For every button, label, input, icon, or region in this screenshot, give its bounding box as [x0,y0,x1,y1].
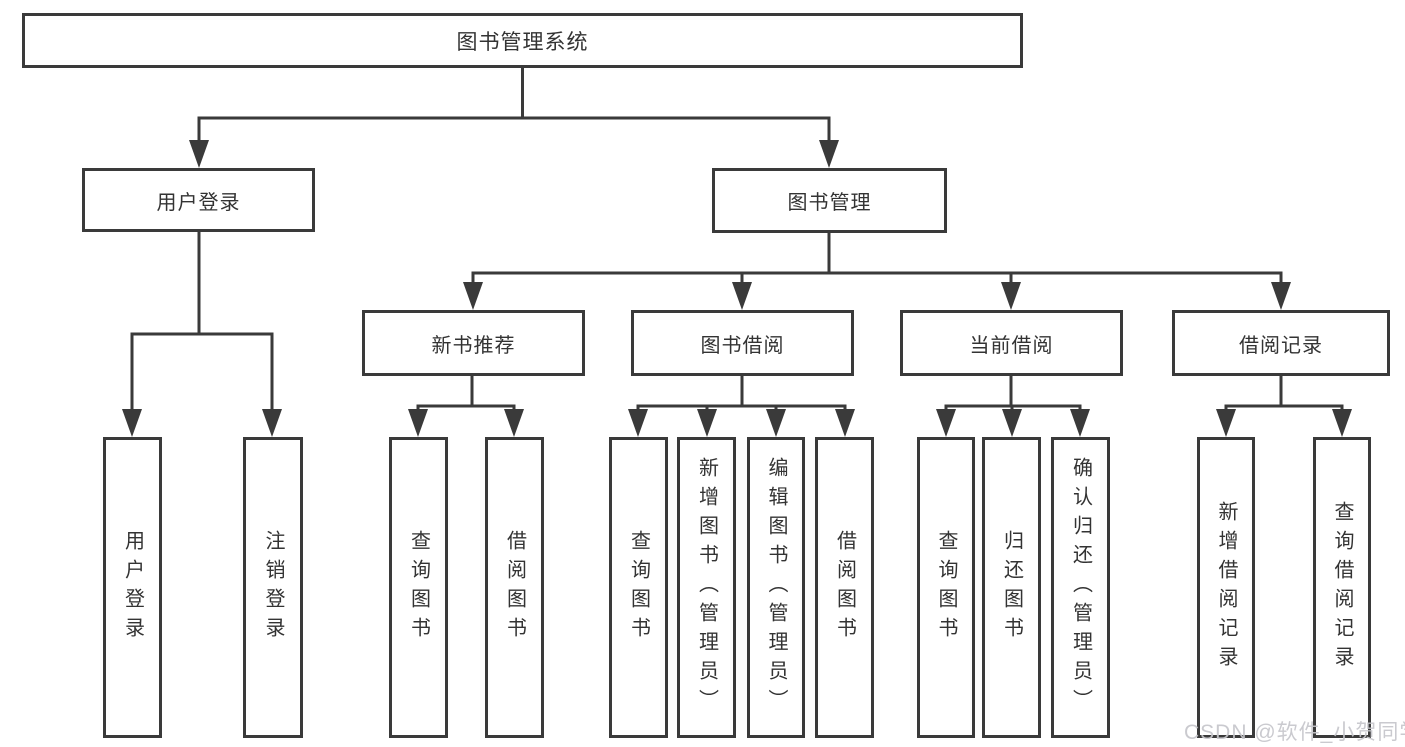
leaf-query-borrow-record: 查询借阅记录 [1313,437,1371,738]
arrowhead [766,409,786,437]
arrowhead [262,409,282,437]
arrowhead [1216,409,1236,437]
arrowhead [936,409,956,437]
connector-new-book-recommend-to-leaves [416,376,516,411]
arrowhead [819,140,839,168]
arrowhead [697,409,717,437]
watermark: CSDN @软件_小贺同学 [1184,721,1405,744]
leaf-query-books-current: 查询图书 [917,437,975,738]
leaf-add-borrow-record: 新增借阅记录 [1197,437,1255,738]
node-book-borrow: 图书借阅 [631,310,854,376]
leaf-query-books-borrow: 查询图书 [609,437,668,738]
leaf-add-book-admin: 新增图书（管理员） [677,437,736,738]
connector-root-to-level2 [197,66,831,142]
arrowhead [189,140,209,168]
node-library-management-system: 图书管理系统 [22,13,1023,68]
leaf-logout: 注销登录 [243,437,303,738]
leaf-borrow-books-recommend: 借阅图书 [485,437,544,738]
connector-current-borrow-to-leaves [944,376,1082,411]
leaf-query-books-recommend: 查询图书 [389,437,448,738]
arrowhead [1001,282,1021,310]
connector-user-login-to-leaves [130,232,274,411]
arrowhead [732,282,752,310]
arrowhead [1271,282,1291,310]
leaf-user-login: 用户登录 [103,437,162,738]
connector-borrow-records-to-leaves [1224,376,1344,411]
leaf-confirm-return-admin: 确认归还（管理员） [1051,437,1110,738]
node-borrow-records: 借阅记录 [1172,310,1390,376]
arrowhead [122,409,142,437]
arrowhead [835,409,855,437]
arrowhead [1070,409,1090,437]
leaf-borrow-books-borrow: 借阅图书 [815,437,874,738]
node-current-borrow: 当前借阅 [900,310,1123,376]
leaf-return-books: 归还图书 [982,437,1041,738]
connector-book-borrow-to-leaves [636,376,847,411]
connector-book-management-to-level3 [471,233,1283,284]
arrowhead [1332,409,1352,437]
arrowhead [463,282,483,310]
arrowhead [408,409,428,437]
node-new-book-recommend: 新书推荐 [362,310,585,376]
node-user-login: 用户登录 [82,168,315,232]
arrowhead [628,409,648,437]
node-book-management: 图书管理 [712,168,947,233]
leaf-edit-book-admin: 编辑图书（管理员） [747,437,805,738]
arrowhead [1002,409,1022,437]
arrowhead [504,409,524,437]
